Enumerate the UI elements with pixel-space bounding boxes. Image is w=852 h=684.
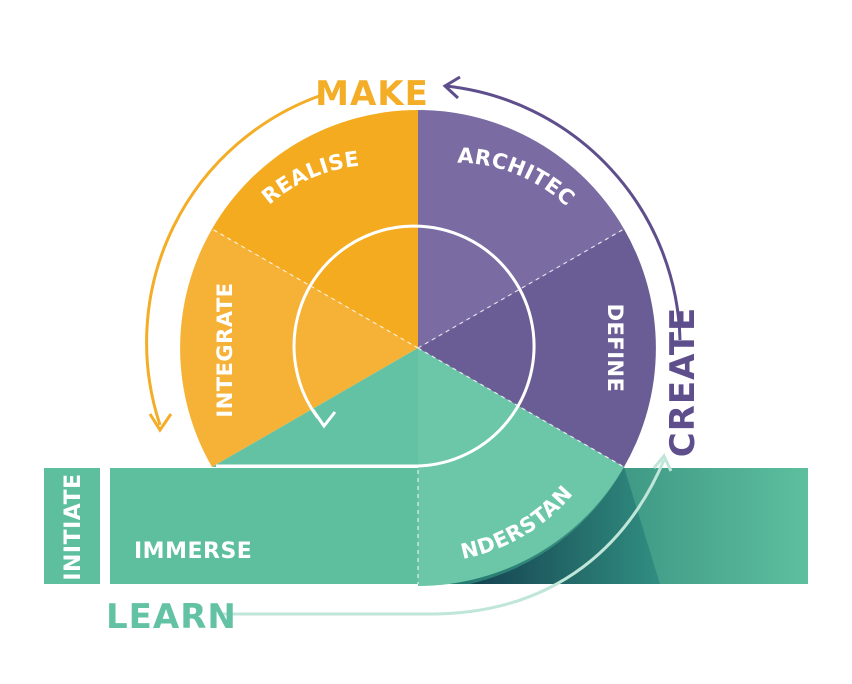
- segment-realise: [212, 110, 418, 348]
- learn-curve: [222, 459, 666, 616]
- segment-understand: [418, 348, 624, 586]
- label-define: DEFINE: [603, 304, 627, 393]
- create-arrow-icon: [442, 75, 461, 100]
- learn-arrow-icon: [652, 453, 673, 472]
- initiate-box: [44, 468, 100, 584]
- label-initiate: INITIATE: [61, 473, 86, 580]
- immerse-bar: [110, 468, 418, 584]
- segment-integrate: [180, 229, 418, 467]
- make-arrow-icon: [148, 413, 173, 433]
- phase-create: CREATE: [663, 307, 703, 457]
- create-arc: [445, 84, 682, 341]
- segment-immerse-wedge: [212, 348, 418, 467]
- label-integrate: INTEGRATE: [213, 282, 237, 417]
- label-immerse: IMMERSE: [134, 539, 252, 564]
- inner-loop-arrowhead: [311, 409, 337, 429]
- inner-loop-line: [216, 224, 536, 468]
- phase-learn: LEARN: [106, 597, 237, 637]
- make-arc: [145, 93, 323, 426]
- understand-shadow: [470, 467, 660, 584]
- segment-define: [418, 229, 656, 467]
- segment-architect: [418, 110, 624, 348]
- phase-make: MAKE: [315, 74, 429, 114]
- segment-dividers: [211, 228, 625, 584]
